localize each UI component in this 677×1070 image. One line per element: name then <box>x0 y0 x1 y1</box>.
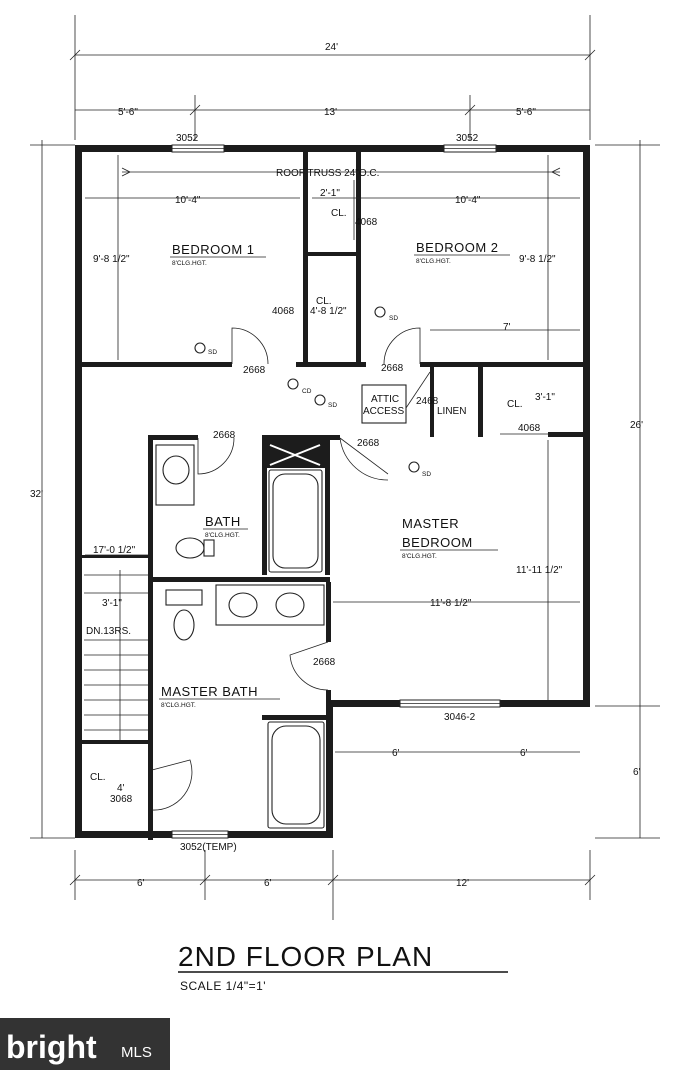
note-attic: ATTIC <box>371 394 399 405</box>
watermark-brand: bright <box>6 1029 97 1065</box>
dim-cl-hall-depth: 4'-8 1/2" <box>310 306 347 317</box>
dim-bed2-width: 10'-4" <box>455 195 481 206</box>
note-sd-bed2: SD <box>389 315 398 322</box>
window-code-top-right: 3052 <box>456 133 479 144</box>
door-code-linen: 2468 <box>416 396 439 407</box>
bright-mls-watermark: bright MLS <box>0 1018 170 1070</box>
note-cl-bottom: CL. <box>90 772 106 783</box>
note-cl-right: CL. <box>507 399 523 410</box>
stairs <box>84 570 148 740</box>
dim-top-right: 5'-6" <box>516 107 536 118</box>
interior-dimensions <box>85 155 580 753</box>
dim-stair-a: 17'-0 1/2" <box>93 545 136 556</box>
ceiling-bedroom1: 8'CLG.HGT. <box>172 260 207 267</box>
ceiling-master: 8'CLG.HGT. <box>402 553 437 560</box>
room-bedroom1: BEDROOM 1 <box>172 242 255 257</box>
door-swings <box>151 180 580 811</box>
interior-walls <box>82 152 583 840</box>
note-access: ACCESS <box>363 406 404 417</box>
dim-master-width: 11'-8 1/2" <box>430 598 472 609</box>
dim-bed2-inner: 7' <box>503 322 511 333</box>
dim-cl-top-width: 2'-1" <box>320 188 340 199</box>
dim-bottom-b: 6' <box>264 878 272 889</box>
dimension-lines <box>30 15 660 920</box>
dim-top-left: 5'-6" <box>118 107 138 118</box>
dim-left-overall: 32' <box>30 489 43 500</box>
dim-bed1-depth: 9'-8 1/2" <box>93 254 130 265</box>
ceiling-bath: 8'CLG.HGT. <box>205 532 240 539</box>
window-code-bottom: 3052(TEMP) <box>180 842 237 853</box>
room-master-line2: BEDROOM <box>402 535 473 550</box>
dim-bed1-width: 10'-4" <box>175 195 201 206</box>
door-code-bath-hall: 2668 <box>213 430 236 441</box>
note-sd-master: SD <box>422 471 431 478</box>
note-stairs: DN.13RS. <box>86 626 131 637</box>
dim-master-depth: 11'-11 1/2" <box>516 565 563 576</box>
ceiling-bedroom2: 8'CLG.HGT. <box>416 258 451 265</box>
door-code-cl-hall: 4068 <box>272 306 295 317</box>
note-cl-top: CL. <box>331 208 347 219</box>
note-cd-hall: CD <box>302 388 312 395</box>
door-code-master-hall: 2668 <box>357 438 380 449</box>
plan-scale: SCALE 1/4"=1' <box>180 979 266 993</box>
door-code-master-bath: 2668 <box>313 657 336 668</box>
note-sd-hall: SD <box>328 402 337 409</box>
dim-cl-bottom: 4' <box>117 783 125 794</box>
dim-right-upper: 26' <box>630 420 643 431</box>
dim-top-mid: 13' <box>324 107 337 118</box>
window-code-top-left: 3052 <box>176 133 199 144</box>
door-code-cl-top: 4068 <box>355 217 378 228</box>
room-bath: BATH <box>205 514 241 529</box>
dim-overall-width: 24' <box>325 42 338 53</box>
dim-cl-right-width: 3'-1" <box>535 392 555 403</box>
room-master-line1: MASTER <box>402 516 459 531</box>
dim-deck-b: 6' <box>520 748 528 759</box>
room-master-bath: MASTER BATH <box>161 684 258 699</box>
room-bedroom2: BEDROOM 2 <box>416 240 499 255</box>
dim-bottom-c: 12' <box>456 878 469 889</box>
ceiling-master-bath: 8'CLG.HGT. <box>161 702 196 709</box>
door-code-cl-master: 4068 <box>518 423 541 434</box>
note-cl-hall: CL. <box>316 296 332 307</box>
dim-bed2-depth: 9'-8 1/2" <box>519 254 556 265</box>
note-roof-truss: ROOF TRUSS 24"O.C. <box>276 168 379 179</box>
note-linen: LINEN <box>437 406 466 417</box>
dim-deck-a: 6' <box>392 748 400 759</box>
dim-bottom-a: 6' <box>137 878 145 889</box>
windows <box>171 144 501 839</box>
door-code-cl-bottom: 3068 <box>110 794 133 805</box>
door-code-bed2: 2668 <box>381 363 404 374</box>
window-code-master: 3046-2 <box>444 712 476 723</box>
door-code-bed1: 2668 <box>243 365 266 376</box>
dim-stair-b: 3'-1" <box>102 598 122 609</box>
plan-title: 2ND FLOOR PLAN <box>178 941 433 972</box>
note-sd-bed1: SD <box>208 349 217 356</box>
watermark-suffix: MLS <box>121 1044 152 1061</box>
dim-right-lower: 6' <box>633 767 641 778</box>
fixtures <box>155 306 420 829</box>
